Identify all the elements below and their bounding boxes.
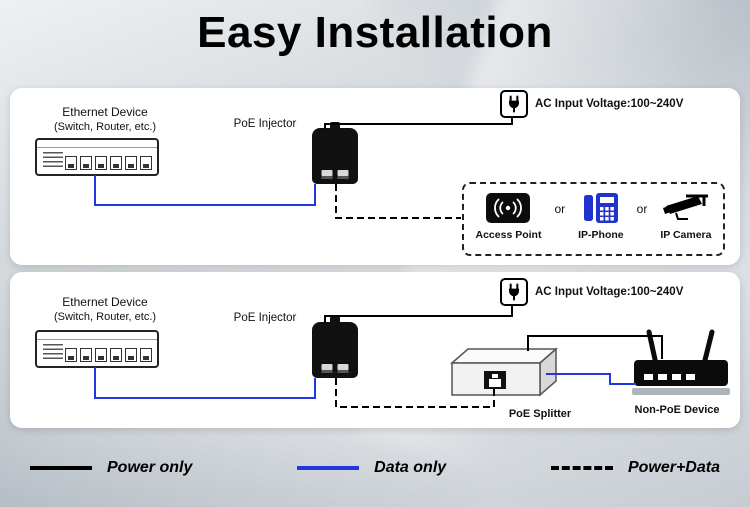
- legend-label-data-only: Data only: [374, 459, 447, 476]
- legend-item-power-data: Power+Data: [550, 459, 720, 477]
- or-text: or: [554, 202, 566, 216]
- injector-ports: [321, 170, 349, 179]
- panel-poe-splitter: Ethernet Device (Switch, Router, etc.) P…: [10, 272, 740, 428]
- switch-port: [95, 348, 107, 362]
- switch-ports: [65, 348, 152, 362]
- legend-item-power-only: Power only: [30, 459, 192, 477]
- ac-input: AC Input Voltage:100~240V: [500, 90, 683, 118]
- switch-vents: [43, 344, 63, 361]
- powered-devices-box: Access Point or IP-Phone or: [462, 182, 725, 256]
- access-point-label: Access Point: [475, 229, 542, 241]
- non-poe-router-graphic: [632, 328, 732, 405]
- switch-vents: [43, 152, 63, 169]
- ip-phone-icon: [583, 193, 618, 223]
- legend-label-power-data: Power+Data: [627, 459, 720, 476]
- switch-port: [125, 156, 137, 170]
- ip-camera-label: IP Camera: [660, 229, 712, 241]
- panel-poe-devices: Ethernet Device (Switch, Router, etc.) P…: [10, 88, 740, 265]
- switch-port: [65, 348, 77, 362]
- ethernet-device-label: Ethernet Device (Switch, Router, etc.): [30, 104, 180, 135]
- poe-splitter-label: PoE Splitter: [508, 408, 572, 420]
- ethernet-switch-graphic: [35, 138, 159, 176]
- ethernet-device-label-line2: (Switch, Router, etc.): [53, 121, 157, 134]
- switch-seam: [37, 339, 157, 340]
- power-line-sample: [30, 466, 92, 470]
- ip-phone-device: IP-Phone: [578, 193, 624, 241]
- legend: Power only Data only Power+Data: [0, 446, 750, 490]
- ip-phone-label: IP-Phone: [578, 229, 624, 241]
- non-poe-device-label: Non-PoE Device: [634, 404, 720, 416]
- injector-ports: [321, 364, 349, 373]
- poe-splitter-graphic: [448, 345, 558, 410]
- injector-port: [321, 170, 333, 179]
- poe-injector-graphic: [312, 128, 358, 184]
- page-title: Easy Installation: [197, 8, 553, 57]
- switch-port: [110, 348, 122, 362]
- ac-plug-icon: [500, 278, 528, 306]
- switch-port: [80, 348, 92, 362]
- data-line-sample: [297, 466, 360, 470]
- legend-label-power-only: Power only: [107, 459, 193, 476]
- injector-port: [337, 170, 349, 179]
- ethernet-device-label-line1: Ethernet Device: [62, 105, 148, 119]
- switch-port: [110, 156, 122, 170]
- injector-port: [321, 364, 333, 373]
- switch-port: [125, 348, 137, 362]
- access-point-icon: [486, 193, 531, 223]
- switch-port: [140, 348, 152, 362]
- switch-port: [65, 156, 77, 170]
- ethernet-switch-graphic: [35, 330, 159, 368]
- switch-ports: [65, 156, 152, 170]
- poe-injector-label: PoE Injector: [233, 312, 297, 324]
- ac-input-label: AC Input Voltage:100~240V: [535, 286, 684, 298]
- ac-input: AC Input Voltage:100~240V: [500, 278, 683, 306]
- switch-port: [140, 156, 152, 170]
- switch-seam: [37, 147, 157, 148]
- legend-item-data-only: Data only: [297, 459, 446, 477]
- ac-input-label: AC Input Voltage:100~240V: [535, 98, 684, 110]
- access-point-device: Access Point: [475, 193, 542, 241]
- injector-port: [337, 364, 349, 373]
- power-data-line-sample: [550, 466, 613, 470]
- ac-plug-icon: [500, 90, 528, 118]
- ip-camera-device: IP Camera: [660, 193, 712, 241]
- ethernet-device-label: Ethernet Device (Switch, Router, etc.): [30, 294, 180, 325]
- ip-camera-icon: [662, 193, 710, 223]
- or-text: or: [636, 202, 648, 216]
- switch-port: [95, 156, 107, 170]
- poe-injector-label: PoE Injector: [233, 118, 297, 130]
- ethernet-device-label-line2: (Switch, Router, etc.): [53, 311, 157, 324]
- switch-port: [80, 156, 92, 170]
- ethernet-device-label-line1: Ethernet Device: [62, 295, 148, 309]
- poe-injector-graphic: [312, 322, 358, 378]
